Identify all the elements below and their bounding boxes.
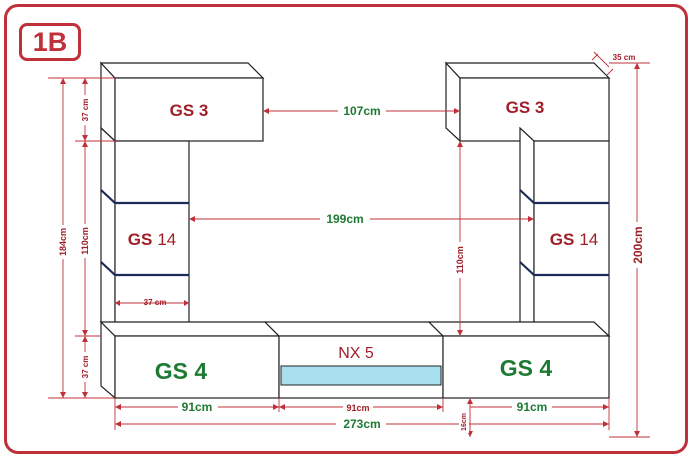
svg-text:91cm: 91cm bbox=[346, 403, 369, 413]
column-left bbox=[100, 126, 190, 338]
svg-text:91cm: 91cm bbox=[517, 400, 548, 414]
svg-text:91cm: 91cm bbox=[182, 400, 213, 414]
label-bottom-right: GS 4 bbox=[500, 355, 553, 381]
dim-module-width: 37 cm bbox=[115, 298, 189, 307]
label-top-right: GS 3 bbox=[506, 98, 545, 117]
dim-depth: 35 cm bbox=[591, 51, 636, 76]
svg-text:199cm: 199cm bbox=[326, 212, 363, 226]
label-bottom-left: GS 4 bbox=[155, 358, 208, 384]
svg-text:16cm: 16cm bbox=[461, 413, 468, 431]
label-top-left: GS 3 bbox=[170, 101, 209, 120]
cabinet-bottom-right bbox=[427, 321, 611, 399]
svg-text:110cm: 110cm bbox=[455, 246, 465, 274]
diagram-frame bbox=[4, 4, 688, 454]
dim-right-200: 200cm bbox=[609, 62, 650, 438]
cabinet-top-right bbox=[444, 61, 611, 143]
svg-text:110cm: 110cm bbox=[80, 227, 90, 255]
svg-text:273cm: 273cm bbox=[343, 417, 380, 431]
cabinet-bottom-left bbox=[99, 320, 281, 400]
label-bottom-center: NX 5 bbox=[338, 345, 374, 362]
dim-leg: 16cm bbox=[459, 398, 473, 437]
svg-text:37 cm: 37 cm bbox=[81, 99, 90, 122]
dim-right-110: 110cm bbox=[454, 141, 466, 336]
dim-gap-top: 107cm bbox=[263, 104, 460, 118]
svg-text:200cm: 200cm bbox=[631, 226, 645, 263]
cabinet-top-left bbox=[99, 61, 265, 143]
dim-left-stack: 184cm 37 cm 110cm 37 cm bbox=[48, 77, 115, 399]
dim-bottom-widths: 91cm 91cm 91cm 273cm bbox=[114, 398, 610, 431]
svg-text:35 cm: 35 cm bbox=[613, 53, 636, 62]
dim-gap-inner: 199cm bbox=[189, 212, 534, 226]
tv-stand-center bbox=[263, 321, 445, 399]
diagram-badge: 1B bbox=[19, 23, 81, 61]
svg-text:184cm: 184cm bbox=[58, 228, 68, 256]
svg-text:107cm: 107cm bbox=[343, 104, 380, 118]
column-right bbox=[519, 126, 610, 338]
svg-text:37 cm: 37 cm bbox=[81, 356, 90, 379]
svg-text:37 cm: 37 cm bbox=[144, 298, 167, 307]
